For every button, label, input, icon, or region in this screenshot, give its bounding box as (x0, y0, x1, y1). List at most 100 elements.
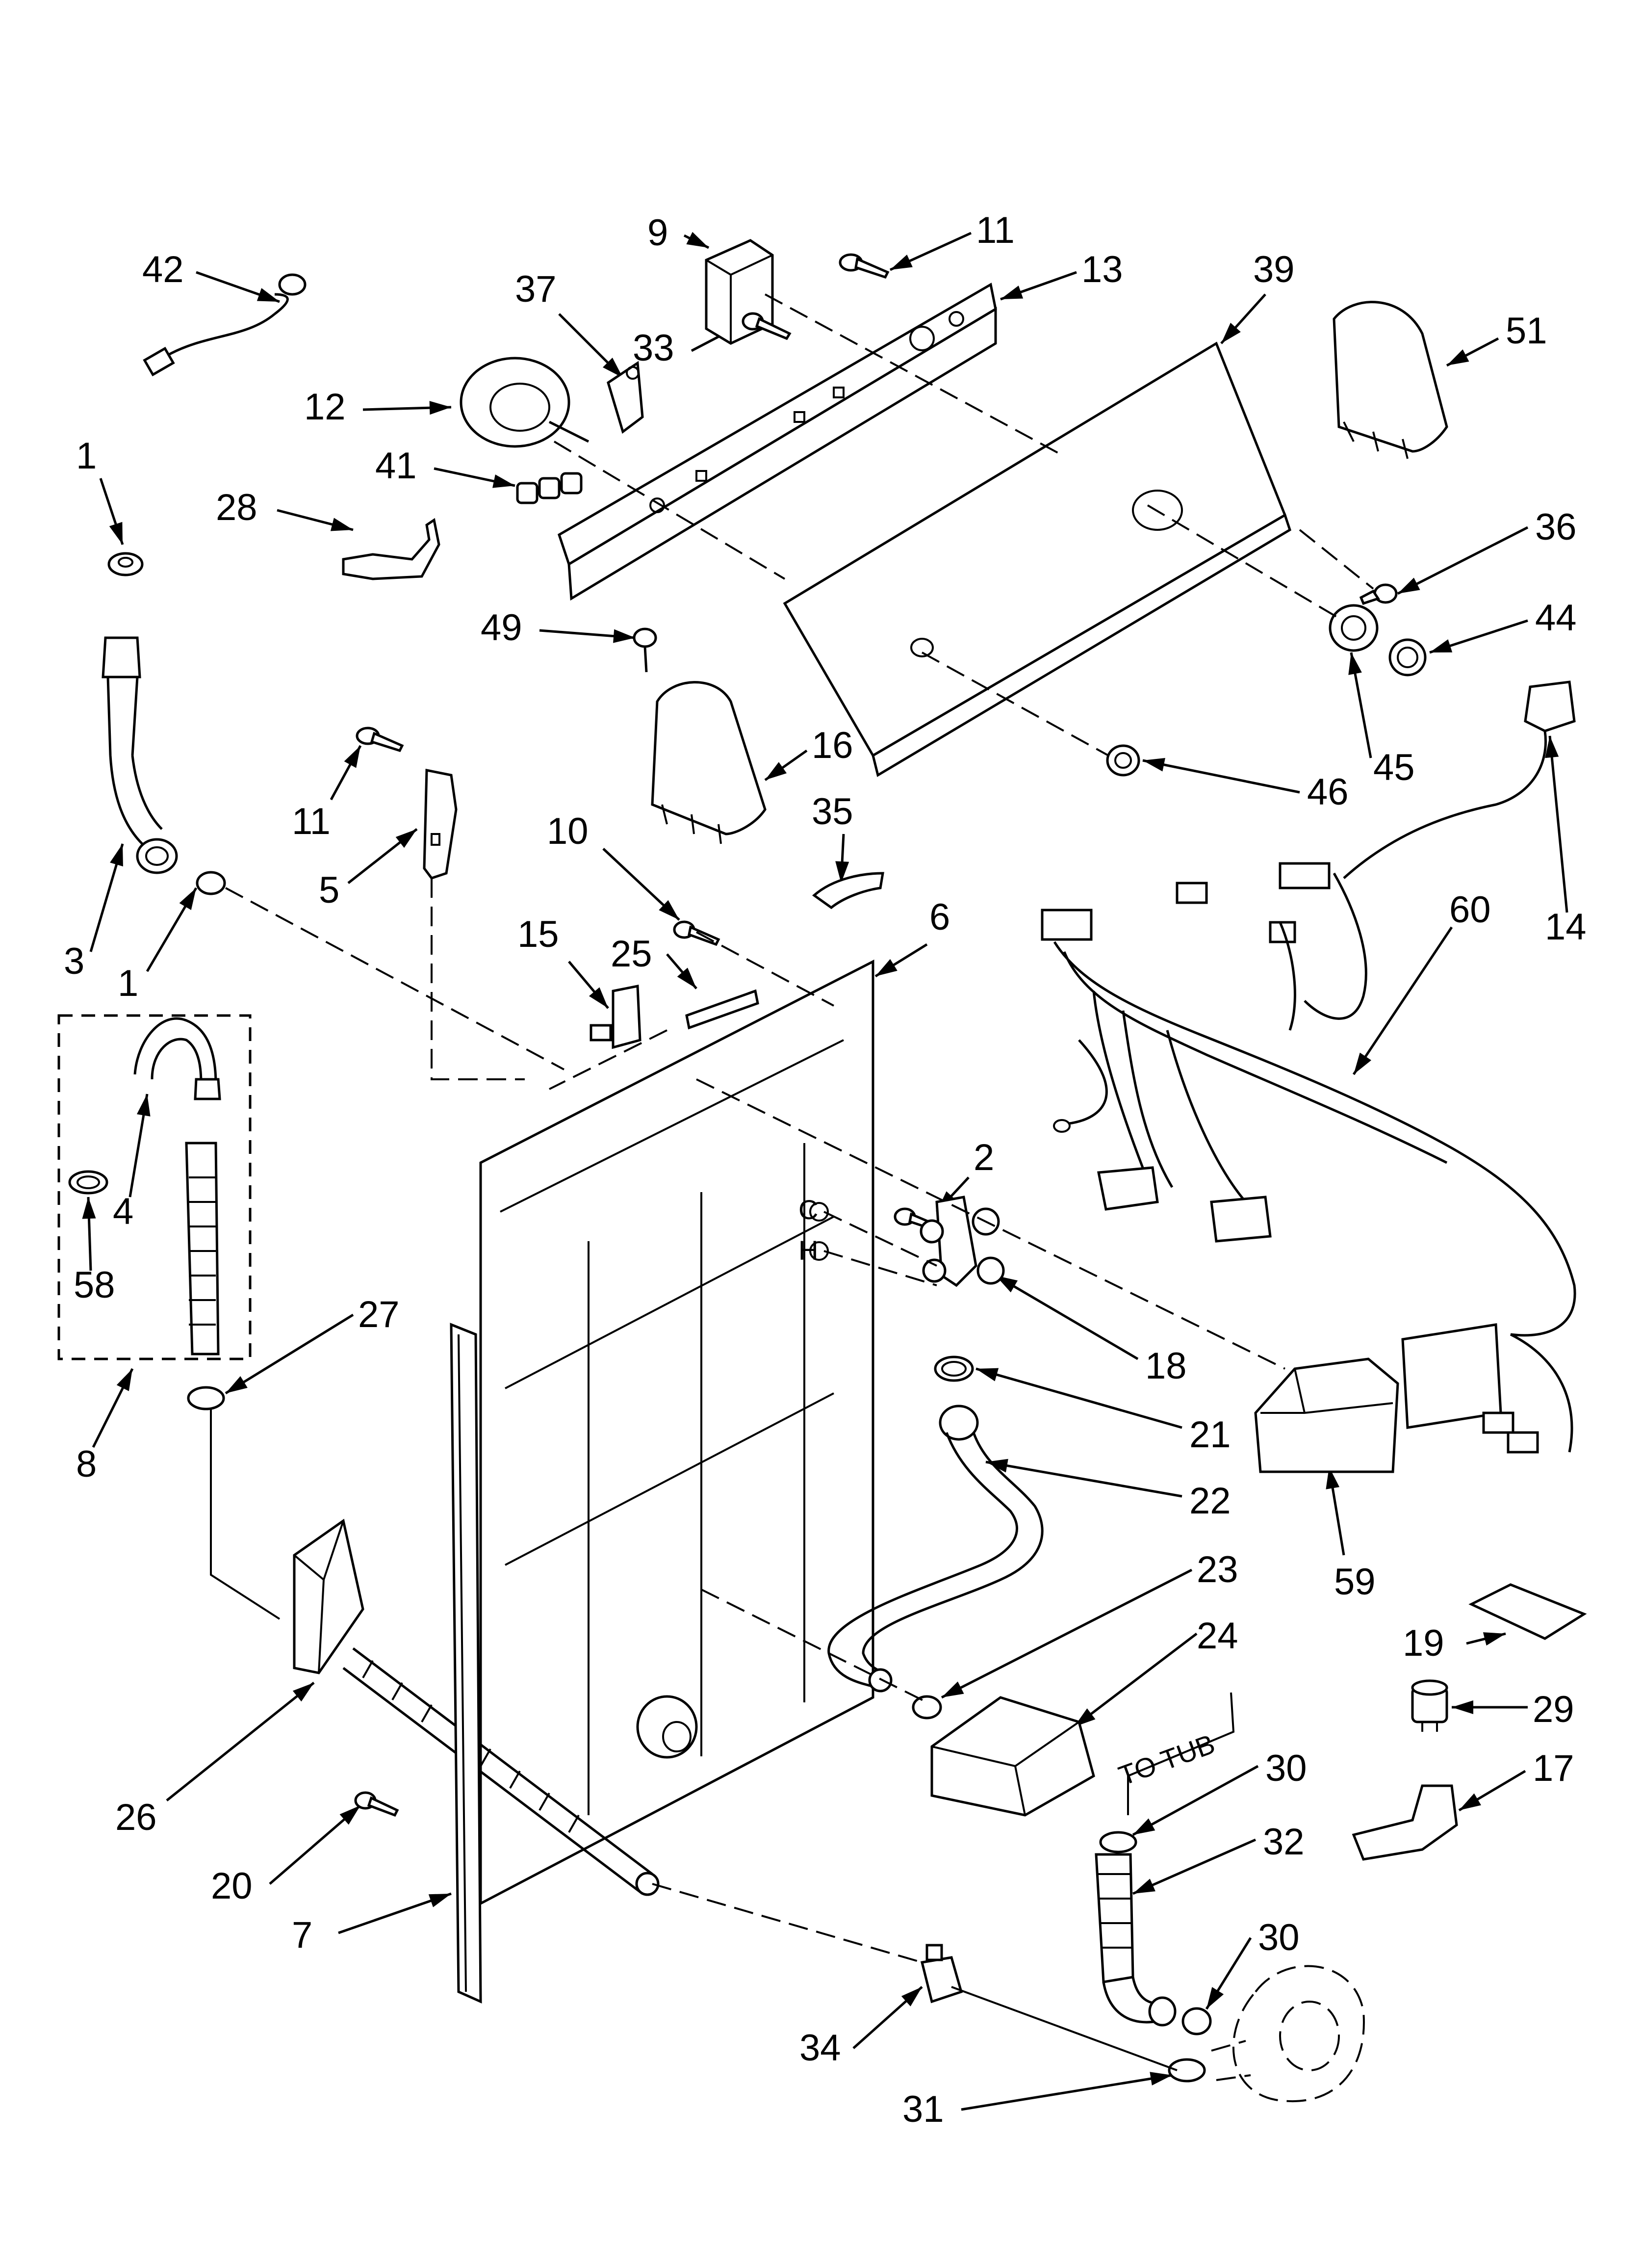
knob-46-part (1106, 744, 1140, 777)
callout-39: 39 (1253, 249, 1295, 290)
callout-45: 45 (1373, 747, 1415, 788)
callout-4: 4 (113, 1191, 133, 1232)
callout-37: 37 (515, 268, 557, 310)
side-rail-part (450, 1323, 482, 2004)
drain-hose-26-part (342, 1647, 660, 1896)
callout-labels: 42 1 28 12 41 37 9 33 11 13 39 51 36 44 … (64, 209, 1587, 2130)
arrowhead-30 (1133, 1818, 1155, 1835)
drain-hose-part (68, 1017, 221, 1356)
callout-59: 59 (1334, 1561, 1376, 1603)
arrowhead-30 (1206, 1987, 1224, 2009)
arrowhead-49 (613, 629, 635, 643)
callout-3: 3 (64, 940, 84, 982)
callout-33: 33 (633, 327, 674, 369)
pump-housing-part (1211, 1965, 1365, 2103)
arrowhead-11 (344, 746, 360, 768)
end-cap-left-part (651, 681, 767, 844)
callout-16: 16 (812, 725, 853, 766)
screw-36-part (1359, 583, 1398, 605)
arrowhead-6 (875, 959, 898, 976)
callout-19: 19 (1403, 1622, 1444, 1664)
arrowhead-36 (1398, 577, 1420, 594)
callout-11: 11 (976, 209, 1015, 251)
arrowhead-13 (1001, 286, 1024, 299)
timer-part (460, 357, 590, 448)
callout-32: 32 (1263, 1821, 1305, 1863)
clips-part (516, 472, 583, 504)
callout-15: 15 (517, 913, 559, 955)
arrowhead-12 (429, 401, 451, 415)
callout-5: 5 (319, 869, 339, 911)
leader-line-24 (1073, 1633, 1198, 1728)
callout-51: 51 (1506, 310, 1547, 352)
callout-26: 26 (115, 1797, 157, 1838)
arrowhead-41 (492, 474, 515, 488)
clamp-30b-part (1181, 2007, 1212, 2035)
capacitor-part (1411, 1679, 1448, 1732)
callout-49: 49 (481, 607, 522, 649)
screw-top-part (839, 253, 890, 279)
switch-bracket-part (607, 361, 644, 434)
callout-1b: 1 (118, 963, 138, 1004)
arrowhead-17 (1459, 1793, 1481, 1810)
console-panel-part (783, 341, 1292, 777)
assembly-lines (210, 293, 1374, 2071)
callout-17: 17 (1533, 1747, 1574, 1789)
pump-bracket-part (930, 1696, 1095, 1817)
screw-49-part (633, 627, 657, 673)
callout-30: 30 (1265, 1747, 1307, 1789)
clamp-31-part (1168, 2058, 1206, 2083)
arrowhead-19 (1483, 1632, 1506, 1646)
arrowhead-46 (1143, 758, 1165, 772)
arrowhead-26 (292, 1683, 314, 1702)
arrowhead-1 (109, 521, 123, 545)
callout-10: 10 (547, 810, 589, 852)
arrowhead-29 (1452, 1700, 1473, 1714)
hose-22-part (827, 1405, 1044, 1693)
arrowhead-42 (257, 288, 280, 302)
knob-44-part (1388, 638, 1427, 677)
arrowhead-16 (765, 762, 787, 780)
callout-60: 60 (1449, 889, 1491, 931)
drain-hose-kit-box (57, 1014, 252, 1360)
arrowhead-31 (1150, 2072, 1172, 2086)
callout-34: 34 (799, 2027, 841, 2069)
valve-hot-label: H (798, 1235, 818, 1266)
callout-21: 21 (1189, 1414, 1231, 1456)
leader-line-46 (1142, 759, 1300, 794)
leader-line-60 (1352, 926, 1453, 1075)
callout-46: 46 (1307, 771, 1349, 813)
arrowhead-9 (686, 232, 709, 248)
arrowhead-25 (677, 967, 696, 989)
leader-line-26 (166, 1682, 315, 1801)
arrowhead-21 (976, 1368, 999, 1382)
bracket-part (342, 518, 440, 580)
callout-30b: 30 (1258, 1917, 1300, 1958)
leader-line-30 (1132, 1765, 1259, 1836)
arrowhead-32 (1133, 1878, 1155, 1894)
arrowhead-60 (1354, 1052, 1372, 1074)
fill-hose-part (102, 636, 226, 895)
arrowhead-10 (659, 900, 679, 920)
callout-29: 29 (1533, 1689, 1574, 1730)
arrowhead-4 (136, 1094, 151, 1117)
valve-cold-label: C (798, 1194, 818, 1225)
callout-11b: 11 (292, 801, 331, 842)
to-tub-label: TO TUB (1115, 1728, 1219, 1792)
screw-33-part (742, 312, 792, 340)
arrowhead-37 (602, 357, 623, 378)
callout-22: 22 (1189, 1480, 1231, 1522)
rear-panel-part: C H (479, 959, 874, 1906)
callout-9: 9 (647, 212, 668, 254)
arrowhead-20 (339, 1805, 360, 1825)
arrowhead-7 (428, 1894, 451, 1907)
callout-23: 23 (1197, 1549, 1238, 1590)
callout-58: 58 (74, 1264, 115, 1306)
shield-part (1254, 1357, 1399, 1473)
arrowhead-51 (1447, 349, 1469, 365)
leader-line-36 (1397, 526, 1529, 595)
arrowhead-27 (226, 1376, 248, 1393)
nut-part (107, 552, 144, 576)
label-19-part (1468, 1583, 1587, 1640)
callout-12: 12 (304, 386, 346, 428)
